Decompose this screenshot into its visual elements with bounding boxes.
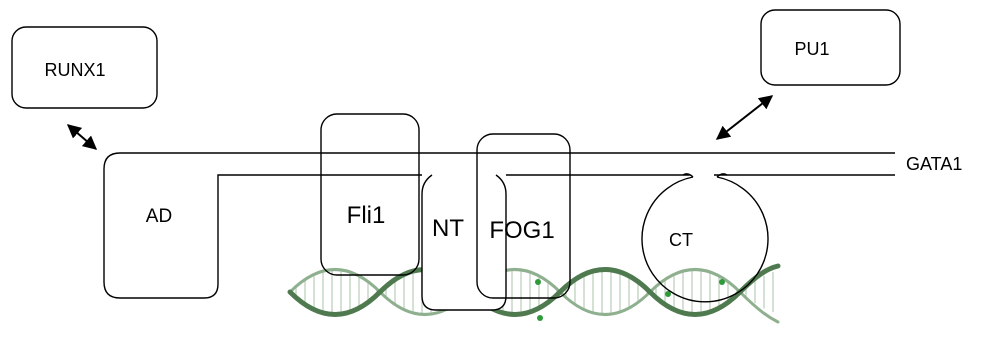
fli1-box: Fli1	[320, 113, 420, 276]
gata1-protein-outline	[103, 152, 895, 299]
gata1-label: GATA1	[906, 154, 962, 174]
ct-domain: CT	[641, 170, 769, 303]
pu1-label: PU1	[794, 39, 829, 59]
pu1-gata1-arrow-icon	[715, 95, 774, 140]
ct-label: CT	[669, 230, 693, 250]
ad-label: AD	[146, 206, 172, 227]
nt-label: NT	[432, 215, 464, 242]
runx1-gata1-arrow-icon	[66, 124, 98, 150]
nt-domain: NT	[421, 168, 507, 311]
fog1-box: FOG1	[476, 133, 571, 299]
fli1-label: Fli1	[347, 202, 386, 229]
fog1-label: FOG1	[489, 217, 554, 244]
runx1-box: RUNX1	[11, 26, 158, 109]
pu1-box: PU1	[760, 9, 901, 86]
runx1-label: RUNX1	[44, 60, 105, 80]
